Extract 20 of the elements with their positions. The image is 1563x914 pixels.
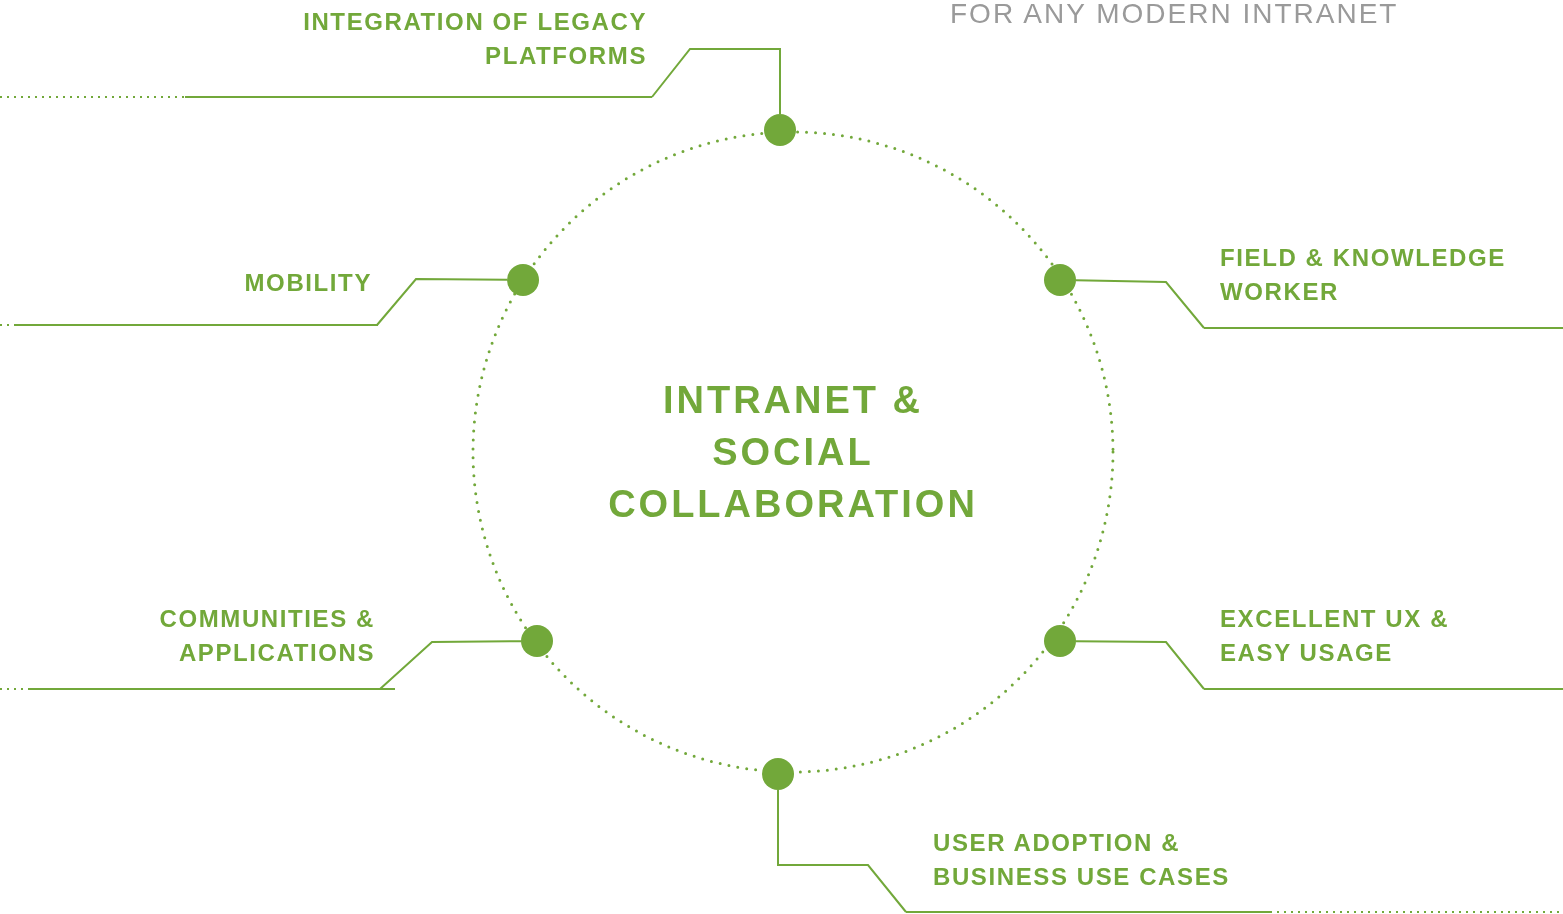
leader-line <box>1075 279 1205 329</box>
connector-dot <box>764 114 796 146</box>
feature-text: EXCELLENT UX & EASY USAGE <box>1220 604 1451 668</box>
leader-line <box>376 278 508 326</box>
connector-dot <box>762 758 794 790</box>
connector-dot <box>1044 625 1076 657</box>
connector-dot <box>507 264 539 296</box>
leader-line <box>651 48 781 115</box>
connector-dot <box>521 625 553 657</box>
connector-dot <box>1044 264 1076 296</box>
feature-text: COMMUNITIES & APPLICATIONS <box>158 604 375 668</box>
leader-line <box>379 640 522 690</box>
feature-text: INTEGRATION OF LEGACY PLATFORMS <box>302 7 647 71</box>
feature-text: MOBILITY <box>244 268 372 298</box>
feature-text: USER ADOPTION & BUSINESS USE CASES <box>933 828 1231 892</box>
heading-text: FOR ANY MODERN INTRANET <box>950 0 1399 30</box>
hub-title: INTRANET & SOCIAL COLLABORATION <box>607 378 979 527</box>
leader-line <box>1075 640 1205 690</box>
feature-text: FIELD & KNOWLEDGE WORKER <box>1220 243 1507 307</box>
leader-line <box>777 789 907 913</box>
